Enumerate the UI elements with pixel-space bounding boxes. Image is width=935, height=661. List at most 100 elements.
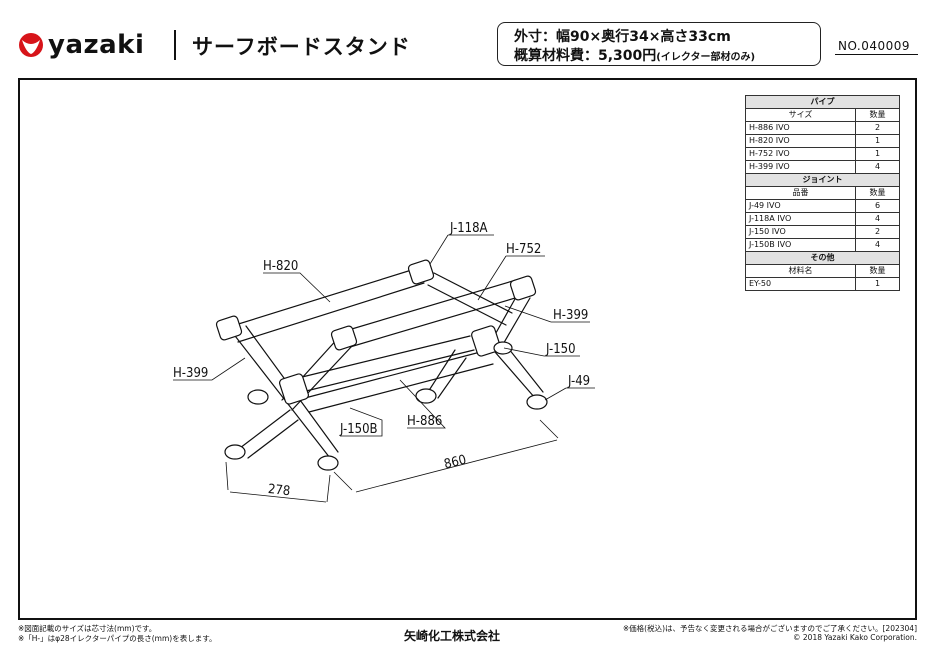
table-col-material: 材料名 xyxy=(745,264,856,278)
joints xyxy=(215,259,548,471)
leader-h752 xyxy=(477,255,545,301)
spec-cost-note: (イレクター部材のみ) xyxy=(656,52,756,63)
spec-cost-label: 概算材料費：5,300円 xyxy=(514,48,657,64)
table-col-qty: 数量 xyxy=(855,264,900,278)
joint-j49-1 xyxy=(247,389,269,405)
dimension-line-860 xyxy=(355,439,558,493)
table-section-joint: ジョイント xyxy=(745,173,900,187)
pipe-h820 xyxy=(231,267,425,343)
table-cell-name: H-399 IVO xyxy=(745,160,856,174)
table-col-size: サイズ xyxy=(745,108,856,122)
pipe-left-front-foot xyxy=(239,409,299,459)
label-dim-860: 860 xyxy=(443,452,468,472)
table-cell-name: H-886 IVO xyxy=(745,121,856,135)
footer-price-note: ※価格(税込)は、予告なく変更される場合がございますのでご了承ください。[202… xyxy=(622,624,917,633)
leader-h886 xyxy=(399,379,446,429)
table-cell-name: H-820 IVO xyxy=(745,134,856,148)
pipe-h752 xyxy=(344,279,523,348)
pipe-h886-upper xyxy=(297,335,475,393)
table-cell-name: J-118A IVO xyxy=(745,212,856,226)
table-cell-qty: 1 xyxy=(855,277,900,291)
label-h752: H-752 xyxy=(506,242,541,257)
joint-j118a-left xyxy=(215,315,243,341)
spec-box: 外寸：幅90×奥行34×高さ33cm 概算材料費：5,300円(イレクター部材の… xyxy=(497,22,821,66)
label-j118a: J-118A xyxy=(449,221,488,236)
table-section-pipe: パイプ xyxy=(745,95,900,109)
leader-h399-right xyxy=(504,305,590,323)
product-number-underline xyxy=(835,54,918,55)
joint-j150-left xyxy=(279,373,309,405)
pipe-right-back-leg xyxy=(427,272,513,326)
label-dim-278: 278 xyxy=(267,482,291,499)
footer-copyright: © 2018 Yazaki Kako Corporation. xyxy=(793,633,917,642)
leader-h399-left xyxy=(173,357,246,381)
drawing-frame xyxy=(18,78,917,620)
table-col-qty: 数量 xyxy=(855,108,900,122)
pipe-right-front-leg xyxy=(427,349,467,399)
dimension-line-278 xyxy=(229,491,327,503)
label-h820: H-820 xyxy=(263,259,298,274)
yazaki-logo-icon xyxy=(19,33,43,57)
joint-j49-3 xyxy=(317,455,339,471)
leader-lines xyxy=(173,234,595,503)
product-title: サーフボードスタンド xyxy=(192,35,411,59)
pipe-h399-right xyxy=(494,343,544,399)
joint-j49-4 xyxy=(415,388,437,404)
leader-h820 xyxy=(263,272,331,303)
joint-j118a-right xyxy=(509,275,537,301)
spec-dimensions: 外寸：幅90×奥行34×高さ33cm xyxy=(514,29,731,45)
table-cell-name: J-150 IVO xyxy=(745,225,856,239)
dimension-ext-278 xyxy=(225,461,331,503)
leader-j150 xyxy=(503,347,580,357)
company-logo: yazaki xyxy=(18,30,144,60)
table-cell-qty: 1 xyxy=(855,147,900,161)
footer-note-dimensions: ※図面記載のサイズは芯寸法(mm)です。 xyxy=(18,624,157,633)
label-j150b: J-150B xyxy=(339,422,378,437)
table-col-qty: 数量 xyxy=(855,186,900,200)
joint-j49-2 xyxy=(224,444,246,460)
table-cell-name: J-49 IVO xyxy=(745,199,856,213)
label-h886: H-886 xyxy=(407,414,442,429)
logo-text: yazaki xyxy=(48,30,145,60)
footer-note-pipe-length: ※「H-」はφ28イレクターパイプの長さ(mm)を表します。 xyxy=(18,634,217,643)
joint-j150-right xyxy=(471,325,501,357)
joint-j118a-top xyxy=(407,259,435,285)
table-col-part-no: 品番 xyxy=(745,186,856,200)
pipe-structure xyxy=(231,267,544,459)
leader-j49 xyxy=(544,387,595,401)
header-divider xyxy=(174,30,176,60)
table-cell-qty: 2 xyxy=(855,225,900,239)
joint-j49-6 xyxy=(493,341,513,355)
table-cell-name: H-752 IVO xyxy=(745,147,856,161)
pipe-h886-lower xyxy=(304,349,494,413)
leader-j150b xyxy=(340,407,383,437)
label-j49: J-49 xyxy=(567,374,590,389)
product-number: NO.040009 xyxy=(838,39,911,53)
spec-cost: 概算材料費：5,300円(イレクター部材のみ) xyxy=(514,45,755,65)
label-h399-left: H-399 xyxy=(173,366,208,381)
table-cell-qty: 4 xyxy=(855,238,900,252)
joint-j118a-mid xyxy=(330,325,358,351)
leader-j118a xyxy=(429,234,494,265)
label-j150: J-150 xyxy=(545,342,576,357)
table-cell-qty: 1 xyxy=(855,134,900,148)
dimension-ext-860 xyxy=(333,419,559,491)
table-section-other: その他 xyxy=(745,251,900,265)
company-name: 矢崎化工株式会社 xyxy=(404,629,501,643)
table-cell-qty: 4 xyxy=(855,212,900,226)
table-cell-name: J-150B IVO xyxy=(745,238,856,252)
table-cell-qty: 4 xyxy=(855,160,900,174)
drawing-labels: J-118A H-752 H-820 H-399 J-150 H-399 J-4… xyxy=(173,221,590,499)
table-cell-name: EY-50 xyxy=(745,277,856,291)
joint-j49-5 xyxy=(526,394,548,410)
